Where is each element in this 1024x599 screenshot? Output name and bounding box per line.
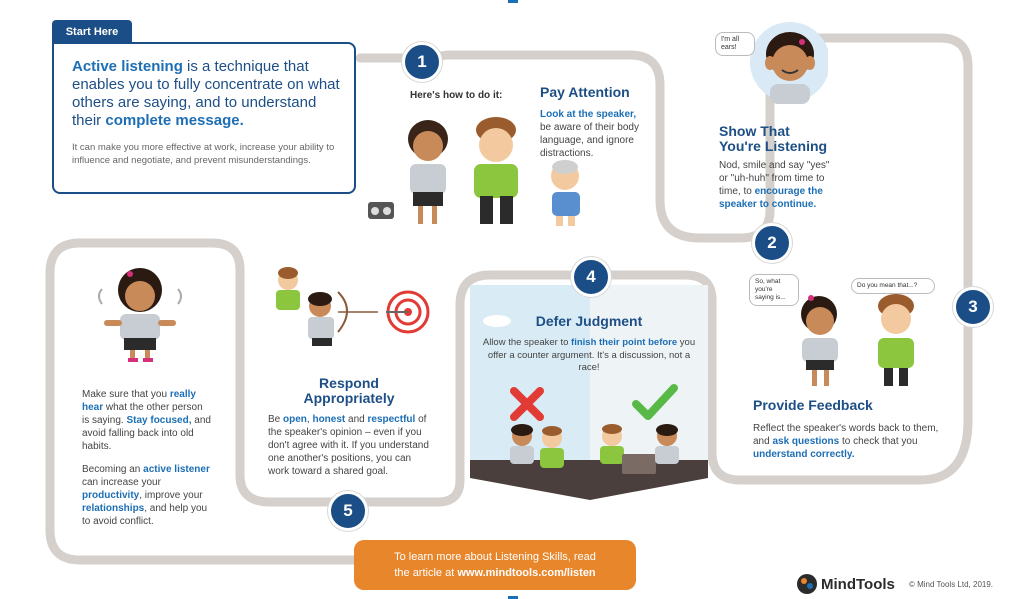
show-listening-text: Nod, smile and say "yes" or "uh-huh" fro… (719, 160, 830, 210)
provide-feedback-title: Provide Feedback (753, 397, 873, 413)
intro-sub: It can make you more effective at work, … (72, 142, 335, 166)
focused-woman-illustration (98, 268, 182, 362)
cta-line-1: To learn more about Listening Skills, re… (394, 551, 596, 563)
im-all-ears-bubble: I'm all ears! (715, 32, 755, 56)
cta-line-2: the article at www.mindtools.com/listen (394, 567, 596, 579)
do-you-mean-bubble: Do you mean that...? (851, 278, 935, 294)
top-marker (508, 0, 518, 3)
cross-icon (510, 387, 544, 421)
defer-judgment-illustration (510, 424, 679, 474)
intro-box: Active listening is a technique that ena… (52, 42, 356, 194)
step-3-badge: 3 (953, 287, 993, 327)
step-4-badge: 4 (571, 257, 611, 297)
step-5-badge: 5 (328, 491, 368, 531)
mindtools-logo-icon (797, 574, 817, 594)
feedback-illustration (801, 294, 914, 386)
pay-attention-text: Look at the speaker, be aware of their b… (540, 109, 639, 159)
intro-lead: Active listening is a technique that ena… (72, 58, 340, 129)
mindtools-logo: MindTools (796, 573, 895, 595)
article-link[interactable]: www.mindtools.com/listen (457, 567, 596, 579)
bottom-marker (508, 596, 518, 599)
copyright: © Mind Tools Ltd, 2019. (909, 580, 994, 589)
provide-feedback-text: Reflect the speaker's words back to them… (753, 423, 939, 460)
cloud-icon (483, 315, 511, 327)
so-what-bubble: So, what you're saying is... (749, 274, 799, 306)
step-2-badge: 2 (752, 223, 792, 263)
step-1-badge: 1 (402, 42, 442, 82)
left-panel-text-1: Make sure that you really hear what the … (82, 389, 211, 452)
howto-label: Here's how to do it: (410, 90, 503, 101)
checkmark-icon (632, 384, 678, 420)
respond-illustration (276, 267, 430, 346)
defer-judgment-title: Defer Judgment (535, 313, 643, 329)
mindtools-logo-text: MindTools (821, 575, 895, 593)
pay-attention-title: Pay Attention (540, 84, 630, 100)
defer-judgment-text: Allow the speaker to finish their point … (482, 337, 696, 373)
step2-face-illustration (750, 22, 828, 104)
learn-more-banner[interactable]: To learn more about Listening Skills, re… (354, 540, 636, 590)
pay-attention-illustration (368, 117, 580, 226)
start-here-tab: Start Here (52, 20, 132, 44)
respond-text: Be open, honest and respectful of the sp… (268, 414, 429, 477)
left-panel-text-2: Becoming an active listener can increase… (82, 464, 210, 527)
